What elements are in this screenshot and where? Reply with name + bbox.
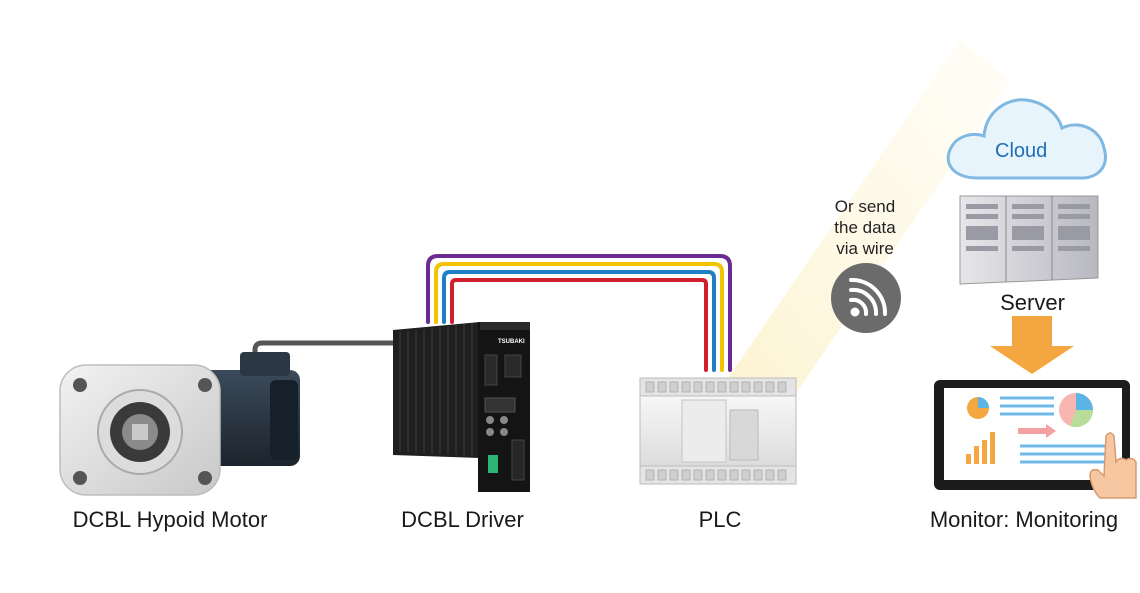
server-label: Server [1000, 290, 1065, 315]
wire-note-line-2: the data [834, 218, 896, 237]
pointing-hand-icon [1089, 432, 1137, 499]
mini-bar-chart-icon [966, 432, 995, 464]
dcbl-driver: TSUBAKI [393, 322, 530, 492]
wire-note: Or send the data via wire [820, 196, 910, 259]
motor-label: DCBL Hypoid Motor [72, 507, 268, 532]
monitor-label: Monitor: Monitoring [929, 507, 1119, 532]
server-rack-icon [959, 195, 1099, 285]
motor-cable [252, 340, 398, 360]
cable-blue [442, 270, 716, 372]
large-pie-chart-icon [1059, 393, 1094, 428]
plc-label: PLC [698, 507, 742, 532]
mini-pie-chart-icon [967, 397, 989, 419]
monitor-tablet [934, 380, 1130, 490]
wireless-signal-icon [831, 263, 901, 333]
cable-red [450, 278, 708, 372]
plc [639, 377, 797, 485]
dcbl-hypoid-motor [59, 352, 300, 496]
driver-label: DCBL Driver [401, 507, 524, 532]
data-cables [426, 254, 732, 372]
cable-purple [426, 254, 732, 372]
cable-yellow [434, 262, 724, 372]
cloud-icon [946, 98, 1107, 180]
wire-note-line-3: via wire [836, 239, 894, 258]
wire-note-line-1: Or send [834, 197, 896, 216]
cloud-label: Cloud [995, 140, 1048, 162]
driver-brand-logo: TSUBAKI [498, 339, 525, 345]
wireless-beam [728, 40, 1010, 402]
arrow-down-icon [990, 316, 1074, 374]
